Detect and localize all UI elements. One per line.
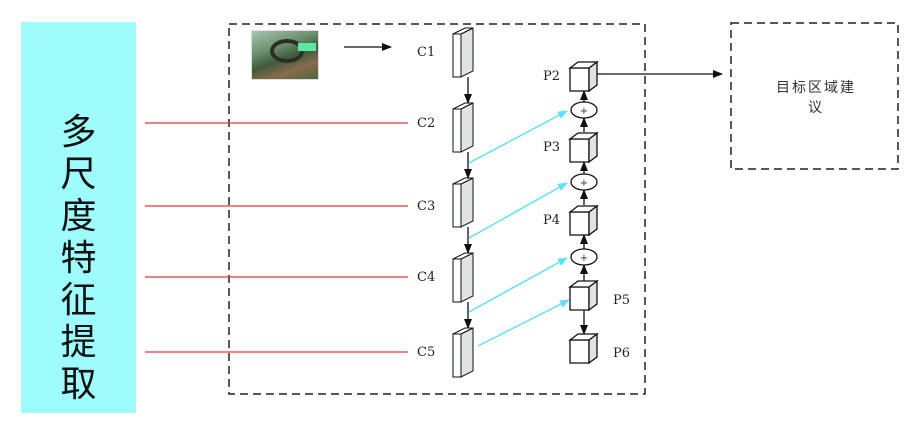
c1-block xyxy=(452,27,474,78)
p6-cube xyxy=(568,332,599,365)
lateral-c3-p3 xyxy=(468,182,568,239)
region-proposal-label: 目标区域建 议 xyxy=(733,78,899,118)
p6-label: P6 xyxy=(613,346,630,361)
merge-node-p3: + xyxy=(570,173,598,191)
c2-block xyxy=(452,102,474,153)
c5-label: C5 xyxy=(417,345,435,360)
p3-label: P3 xyxy=(543,140,560,155)
title-char: 特 xyxy=(60,238,97,279)
c3-block xyxy=(452,177,474,228)
merge-node-p4: + xyxy=(570,248,598,266)
plus-icon: + xyxy=(580,178,588,189)
c2-label: C2 xyxy=(417,116,435,131)
c5-block xyxy=(452,327,474,378)
c1-label: C1 xyxy=(417,45,435,60)
c4-block xyxy=(452,252,474,303)
c3-label: C3 xyxy=(417,199,435,214)
title-char: 取 xyxy=(60,364,97,405)
p3-cube xyxy=(568,131,599,164)
lateral-c2-p2 xyxy=(468,110,568,164)
photo-detail xyxy=(298,43,316,51)
lateral-c4-p4 xyxy=(468,257,568,313)
p2-label: P2 xyxy=(543,69,560,84)
region-proposal-line2: 议 xyxy=(808,100,824,116)
title-char: 征 xyxy=(60,280,97,321)
region-proposal-line1: 目标区域建 xyxy=(776,80,856,96)
output-frame xyxy=(730,22,899,170)
p4-label: P4 xyxy=(543,213,560,228)
c4-label: C4 xyxy=(417,270,435,285)
title-char: 提 xyxy=(60,322,97,363)
p5-label: P5 xyxy=(613,293,630,308)
p5-cube xyxy=(568,279,599,312)
plus-icon: + xyxy=(580,106,588,117)
p2-cube xyxy=(568,60,599,93)
title-char: 尺 xyxy=(60,154,97,195)
title-char: 多 xyxy=(60,112,97,153)
title-char: 度 xyxy=(60,196,97,237)
multi-scale-feature-panel: 多 尺 度 特 征 提 取 xyxy=(21,22,136,413)
plus-icon: + xyxy=(580,253,588,264)
photo-detail xyxy=(270,39,304,63)
network-frame xyxy=(228,23,646,395)
panel-title: 多 尺 度 特 征 提 取 xyxy=(21,112,136,406)
merge-node-p2: + xyxy=(570,101,598,119)
p4-cube xyxy=(568,204,599,237)
lateral-c5-p5 xyxy=(477,299,570,347)
input-image xyxy=(251,30,319,80)
